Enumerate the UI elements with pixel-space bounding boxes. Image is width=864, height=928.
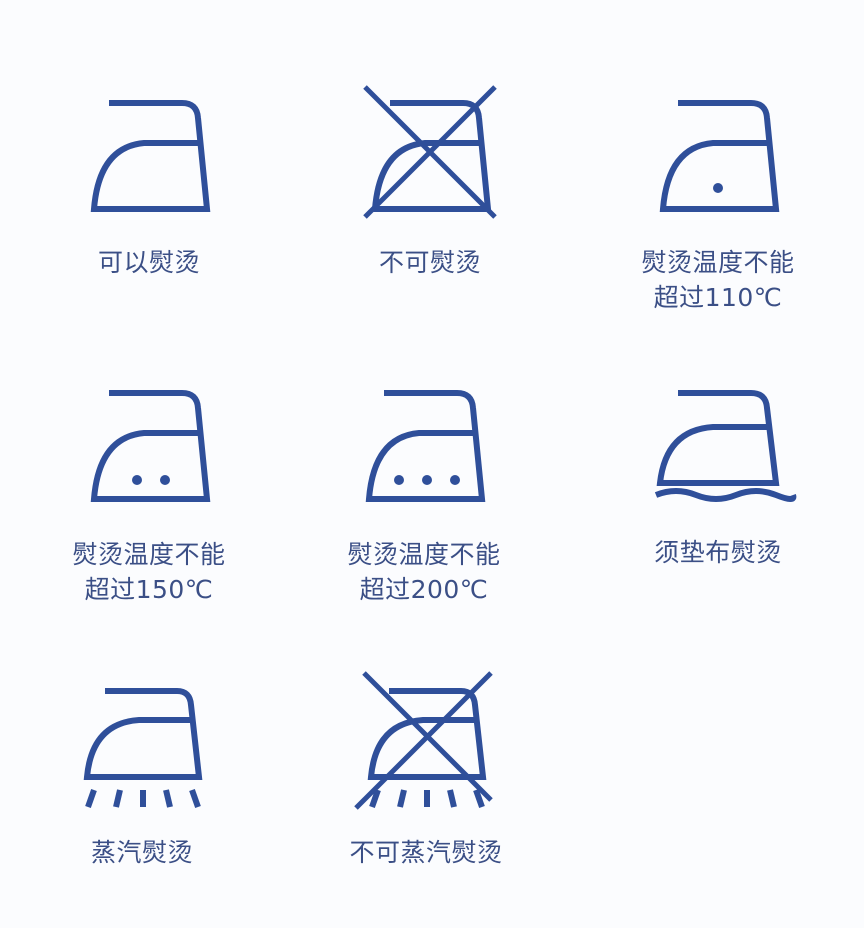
iron-three-dots-icon xyxy=(365,390,486,502)
steam-iron-icon xyxy=(83,688,203,808)
no-steam-iron-icon xyxy=(354,671,493,810)
steam-lines-icon xyxy=(369,789,485,808)
steam-lines-icon xyxy=(85,789,201,808)
symbol-label: 熨烫温度不能 超过150℃ xyxy=(72,540,226,604)
iron-with-cloth-icon xyxy=(654,390,797,502)
no-iron-icon xyxy=(363,85,497,219)
symbol-label: 熨烫温度不能 超过200℃ xyxy=(347,540,501,604)
cross-icon xyxy=(354,671,493,810)
symbol-label: 不可熨烫 xyxy=(378,248,481,277)
symbol-label: 须垫布熨烫 xyxy=(654,538,782,567)
symbol-label: 蒸汽熨烫 xyxy=(90,838,193,867)
iron-two-dots-icon xyxy=(90,390,211,502)
symbol-label: 熨烫温度不能 超过110℃ xyxy=(641,248,795,312)
iron-one-dot-icon xyxy=(659,100,780,212)
cross-icon xyxy=(363,85,497,219)
cloth-wave-icon xyxy=(654,488,797,502)
symbol-label: 可以熨烫 xyxy=(97,248,200,277)
symbol-label: 不可蒸汽熨烫 xyxy=(349,838,503,867)
iron-icon xyxy=(90,100,211,212)
